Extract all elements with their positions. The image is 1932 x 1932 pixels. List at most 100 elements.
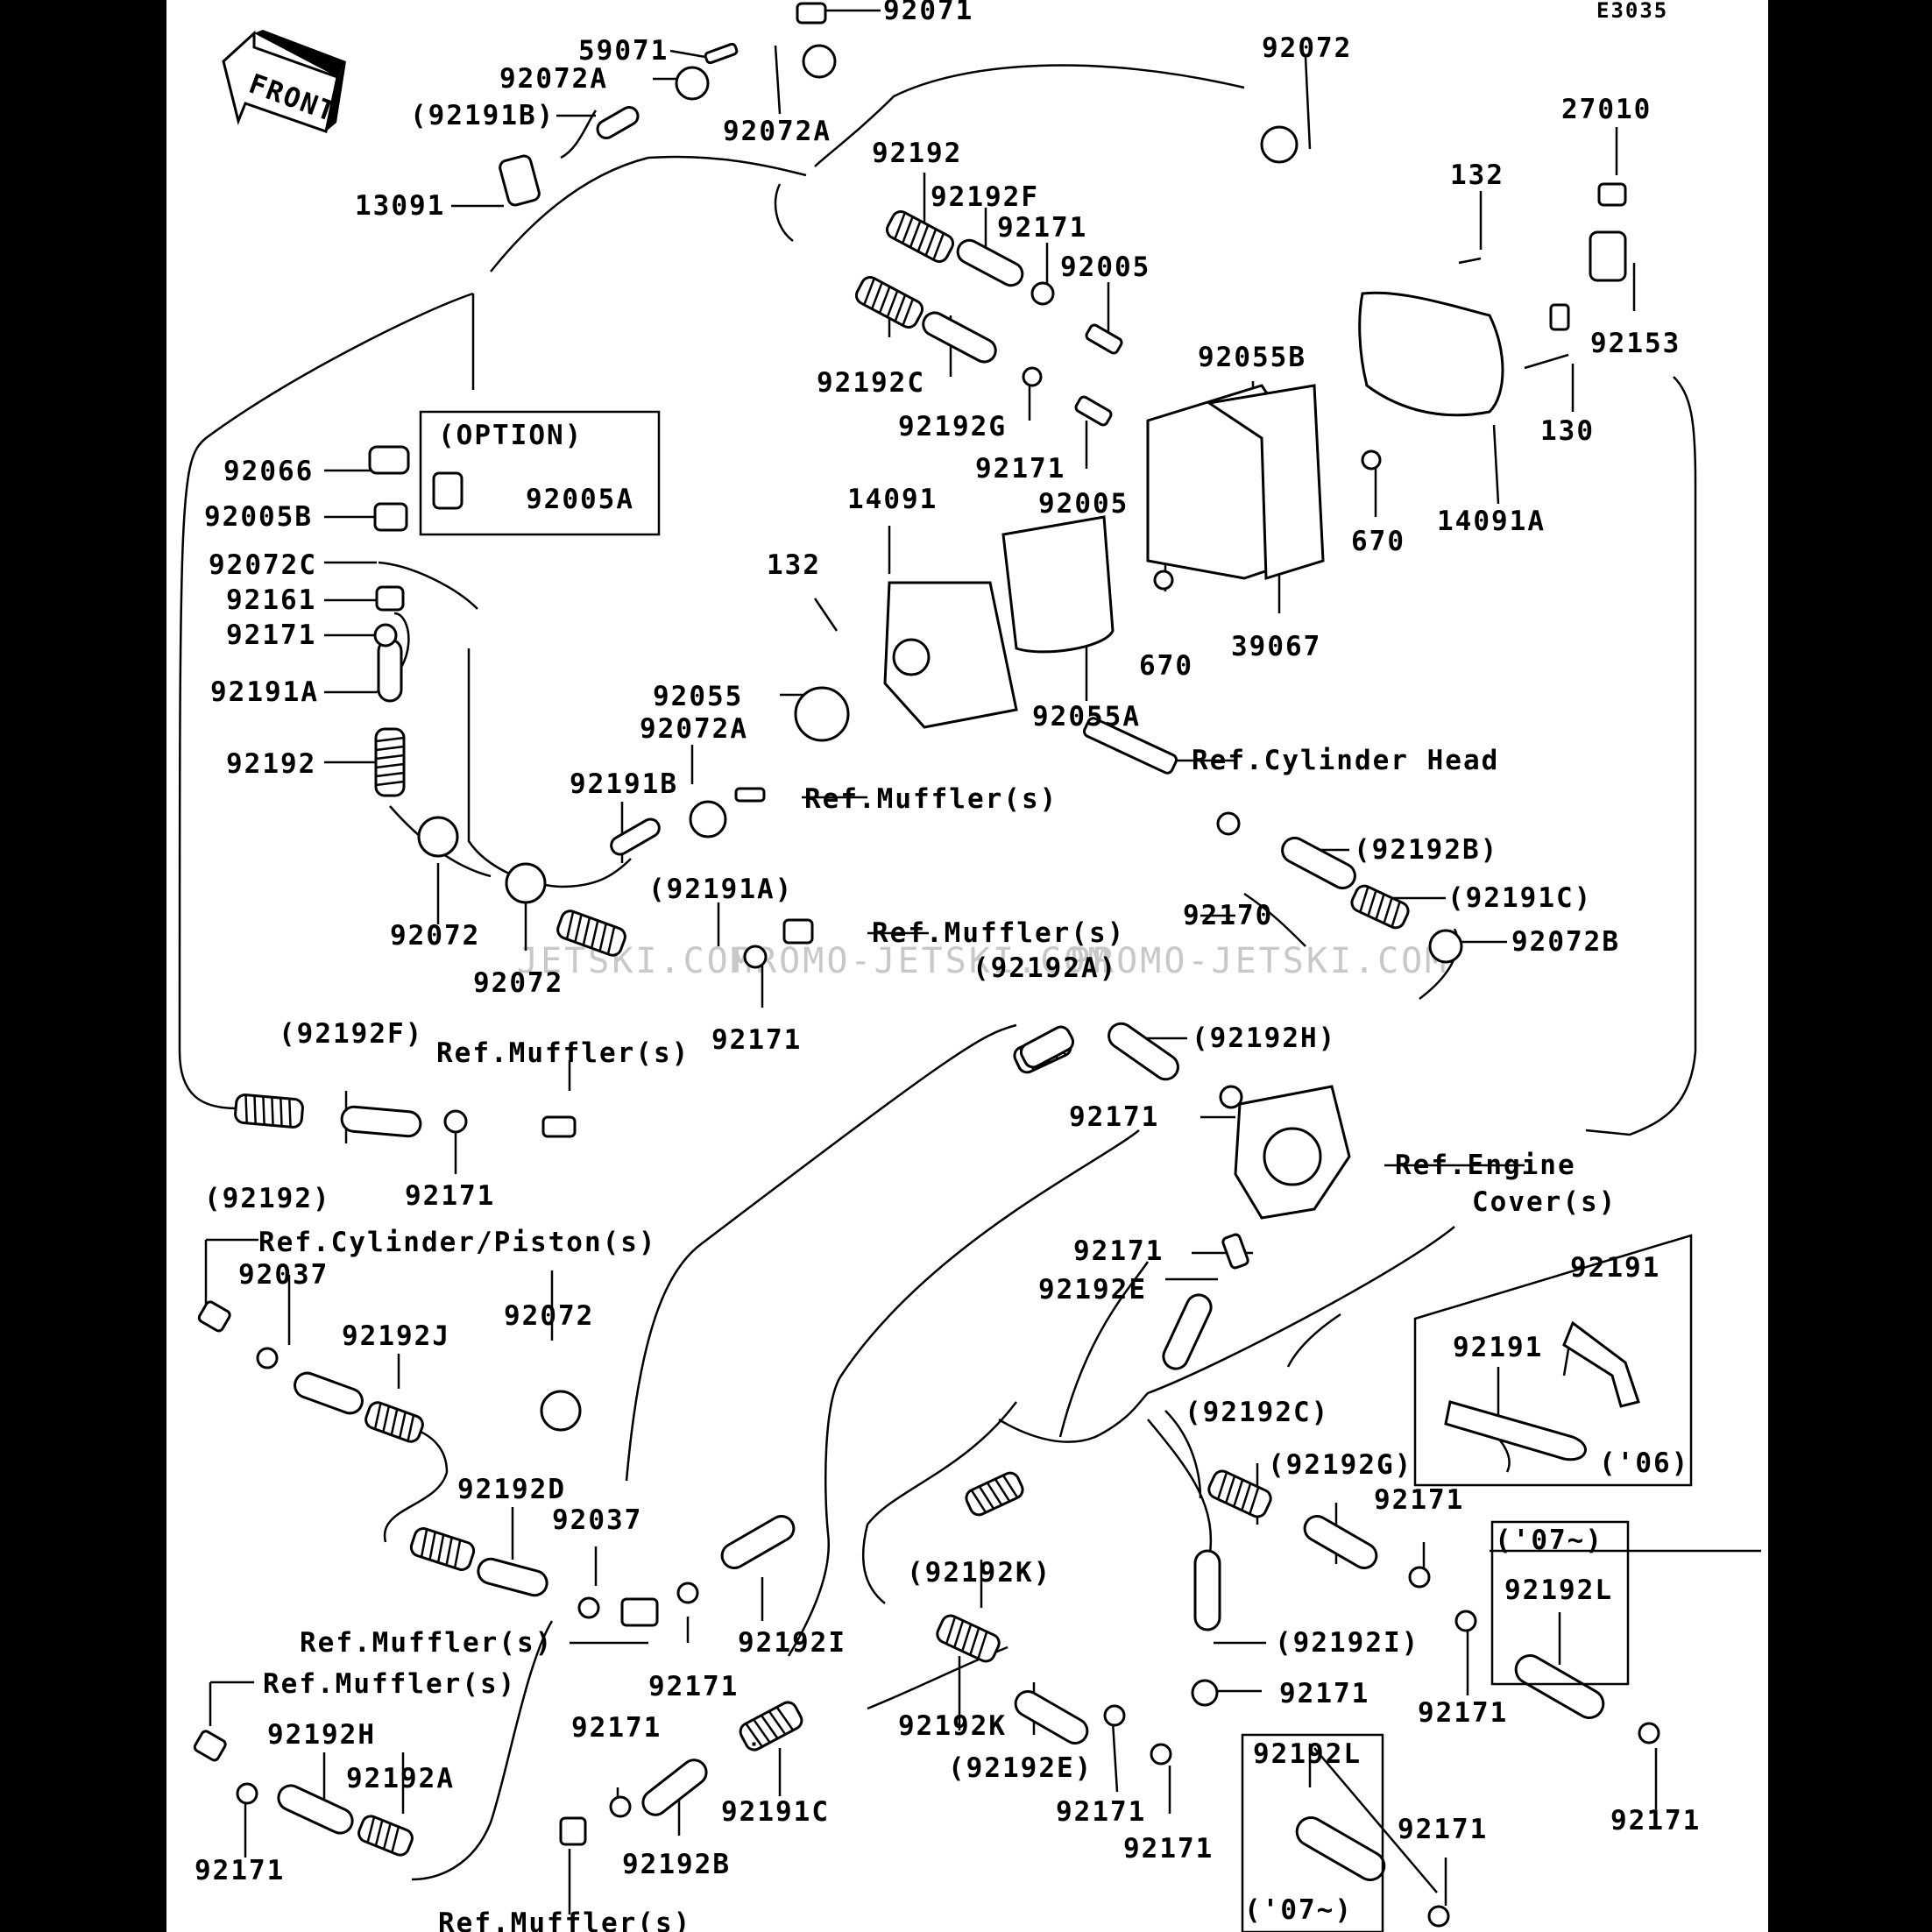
watermark: PROMO-JETSKI.COM bbox=[732, 941, 1111, 981]
clamp-icon bbox=[1638, 1722, 1660, 1744]
part-number: (92191B) bbox=[410, 100, 555, 131]
plug-icon bbox=[368, 445, 410, 475]
year-label: ('07~) bbox=[1495, 1525, 1603, 1556]
part-number: 92171 bbox=[997, 212, 1087, 244]
part-number: 92192 bbox=[872, 138, 962, 169]
ref-label: Ref.Cylinder Head bbox=[1192, 745, 1499, 776]
spring-icon bbox=[936, 1614, 1001, 1663]
circlip-icon bbox=[802, 44, 837, 79]
hose-icon bbox=[340, 1105, 422, 1138]
watermark: JETSKI.COM bbox=[517, 941, 754, 981]
fitting-icon bbox=[197, 1300, 231, 1333]
part-number: 92192B bbox=[622, 1849, 731, 1880]
ref-label: Ref.Cylinder/Piston(s) bbox=[258, 1227, 657, 1258]
part-number: 92072A bbox=[723, 116, 832, 147]
circlip-icon bbox=[505, 862, 547, 904]
hose-icon bbox=[1444, 1400, 1587, 1461]
part-number: 92171 bbox=[405, 1180, 495, 1212]
part-number: 13091 bbox=[355, 190, 445, 222]
circlip-icon bbox=[1260, 125, 1299, 164]
part-number: (92192H) bbox=[1192, 1023, 1336, 1054]
part-number: 92171 bbox=[648, 1671, 739, 1702]
part-number: 92066 bbox=[223, 456, 314, 487]
part-number: 92192I bbox=[738, 1627, 846, 1659]
o-ring-icon bbox=[1361, 449, 1382, 471]
box-07-right bbox=[1490, 1520, 1630, 1686]
ref-label: Ref.Muffler(s) bbox=[436, 1037, 690, 1069]
part-number: (92192G) bbox=[1268, 1449, 1412, 1481]
part-number: 92161 bbox=[226, 584, 316, 616]
spring-icon bbox=[965, 1471, 1024, 1517]
circlip-icon bbox=[689, 800, 727, 839]
hose-icon bbox=[1295, 1816, 1386, 1881]
tee-fitting-icon bbox=[620, 1597, 659, 1627]
spring-icon bbox=[854, 276, 924, 329]
part-number: 132 bbox=[767, 549, 821, 581]
part-number: (92192B) bbox=[1354, 834, 1498, 866]
spring-icon bbox=[885, 210, 955, 263]
part-number: 92171 bbox=[1056, 1796, 1146, 1828]
diagram-sheet bbox=[166, 0, 1768, 1932]
part-number: 92153 bbox=[1590, 328, 1681, 359]
cover-icon bbox=[1358, 291, 1504, 417]
clamp-icon bbox=[1427, 1905, 1450, 1928]
hose-icon bbox=[922, 311, 997, 364]
clamp-icon bbox=[443, 1109, 468, 1134]
part-number: 92171 bbox=[571, 1712, 662, 1744]
part-number: 92192A bbox=[346, 1763, 455, 1794]
part-number: 92171 bbox=[1069, 1101, 1159, 1133]
spring-icon bbox=[357, 1815, 414, 1857]
clamp-icon bbox=[577, 1596, 600, 1619]
part-number: 92192K bbox=[898, 1710, 1007, 1742]
clamp-parts bbox=[236, 44, 1660, 1928]
box-07-bottom bbox=[1241, 1733, 1384, 1932]
spring-parts bbox=[234, 210, 1410, 1857]
clamp-icon bbox=[1216, 811, 1241, 836]
o-ring-icon bbox=[1153, 570, 1174, 591]
hose-icon bbox=[641, 1759, 708, 1816]
part-number: 92072B bbox=[1511, 926, 1620, 958]
hose-icon bbox=[1303, 1515, 1378, 1569]
circlip-icon bbox=[540, 1390, 582, 1432]
part-number: 14091A bbox=[1437, 506, 1546, 537]
spring-icon bbox=[1207, 1469, 1272, 1518]
clamp-icon bbox=[1022, 366, 1043, 387]
part-number: 92192G bbox=[898, 411, 1007, 442]
part-number: 39067 bbox=[1231, 631, 1321, 662]
part-number: 92171 bbox=[1418, 1697, 1508, 1729]
spring-icon bbox=[1350, 884, 1410, 930]
part-number: (92192) bbox=[204, 1183, 331, 1214]
part-number: 92171 bbox=[195, 1855, 285, 1886]
fitting-icon bbox=[782, 918, 814, 945]
fitting-icon bbox=[796, 2, 827, 25]
hose-icon bbox=[294, 1371, 364, 1415]
part-number: 92005B bbox=[204, 501, 313, 533]
option-title: (OPTION) bbox=[438, 420, 583, 451]
part-number: 92055B bbox=[1198, 342, 1306, 373]
part-number: (92192C) bbox=[1185, 1397, 1329, 1428]
clamp-icon bbox=[1103, 1704, 1126, 1727]
part-number: (92192E) bbox=[948, 1752, 1093, 1784]
damper-icon bbox=[499, 154, 541, 207]
part-number: 92005 bbox=[1060, 251, 1150, 283]
spring-icon bbox=[374, 727, 406, 797]
part-number: 92171 bbox=[1398, 1814, 1488, 1845]
clamp-icon bbox=[743, 945, 768, 969]
part-number: (92192K) bbox=[907, 1557, 1051, 1589]
part-number: 92192L bbox=[1504, 1575, 1613, 1606]
hose-icon bbox=[1193, 1549, 1221, 1631]
part-number: 92192E bbox=[1038, 1274, 1147, 1306]
part-number: 92037 bbox=[552, 1504, 642, 1536]
part-number: 92072 bbox=[390, 920, 480, 952]
part-number: 92072 bbox=[473, 967, 563, 999]
option-box bbox=[419, 410, 661, 536]
part-number: (92191A) bbox=[648, 874, 793, 905]
pin-icon bbox=[734, 787, 766, 803]
clamp-icon bbox=[676, 1582, 699, 1604]
clamp-icon bbox=[609, 1795, 632, 1818]
fitting-icon bbox=[1082, 717, 1178, 775]
part-number: 92005 bbox=[1038, 488, 1129, 520]
part-number: 92191B bbox=[570, 768, 678, 800]
clamp-icon bbox=[373, 623, 398, 648]
